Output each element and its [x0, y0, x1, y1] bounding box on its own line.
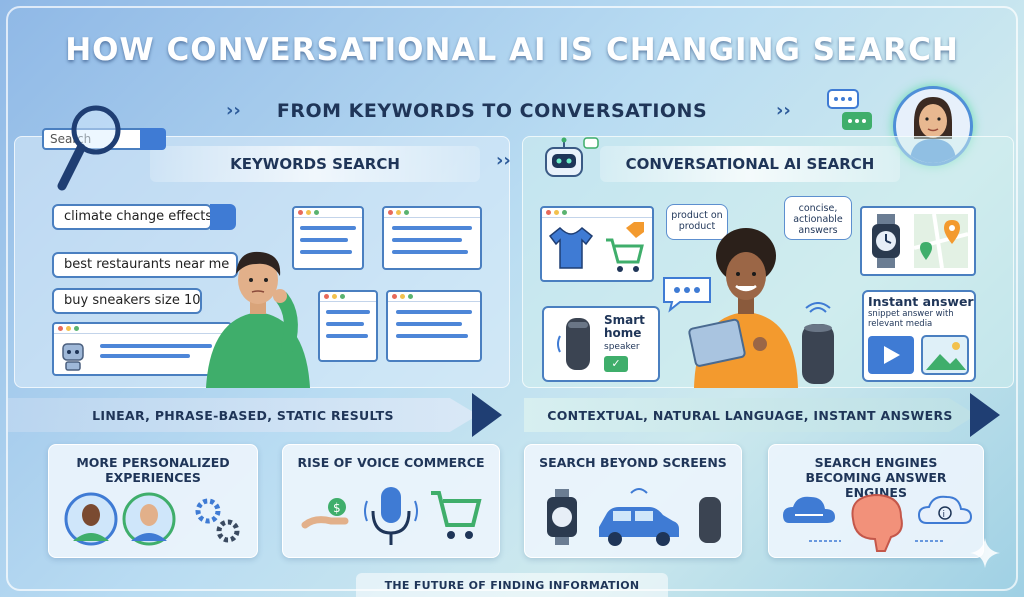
map-pin-icon [913, 213, 969, 269]
result-window [318, 290, 378, 362]
answer-engine-icons: i [783, 493, 973, 552]
smart-speaker-icon [557, 318, 590, 370]
dollar-hand-icon [301, 516, 349, 529]
instant-answer-title: Instant answer [868, 294, 974, 309]
card-beyond-screens: SEARCH BEYOND SCREENS [524, 444, 742, 558]
query-pill[interactable]: buy sneakers size 10 [52, 288, 202, 314]
check-icon: ✓ [604, 356, 628, 372]
card-title: SEARCH ENGINES BECOMING ANSWER ENGINES [805, 455, 947, 500]
gear-icon [195, 498, 221, 524]
chevron-right-icon: ›› [496, 150, 511, 171]
svg-text:i: i [943, 510, 946, 520]
subtitle: FROM KEYWORDS TO CONVERSATIONS [276, 100, 708, 122]
robot-icon [545, 137, 599, 177]
footer-caption: THE FUTURE OF FINDING INFORMATION [356, 573, 668, 597]
cart-icon [606, 238, 644, 272]
cloud-icon [783, 496, 835, 523]
smart-speaker-label: Smart home [604, 313, 645, 340]
card-voice-commerce: RISE OF VOICE COMMERCE $ [282, 444, 500, 558]
robot-icon [62, 343, 84, 371]
result-window [386, 290, 482, 362]
instant-answer-sub: snippet answer with relevant media [868, 309, 954, 329]
brain-icon [851, 493, 903, 552]
sparkle-icon [970, 538, 1000, 568]
smart-speaker-sub: speaker [604, 342, 640, 352]
magnifier-icon [57, 105, 121, 191]
media-icons [868, 335, 969, 375]
svg-text:$: $ [333, 501, 341, 515]
microphone-icon [381, 487, 401, 523]
chevron-right-icon: ›› [226, 100, 241, 121]
card-title: SEARCH BEYOND SCREENS [539, 455, 727, 470]
voice-commerce-icons: $ [301, 487, 482, 545]
conversational-arrow-caption: CONTEXTUAL, NATURAL LANGUAGE, INSTANT AN… [524, 398, 976, 432]
smart-speaker-icon [699, 497, 721, 543]
query-pill[interactable]: climate change effects [52, 204, 212, 230]
cart-icon [431, 491, 482, 527]
arrow-head-icon [472, 393, 502, 437]
chat-bubble-icon [827, 89, 872, 130]
page-title: HOW CONVERSATIONAL AI IS CHANGING SEARCH [65, 32, 959, 68]
card-personalized: MORE PERSONALIZED EXPERIENCES [48, 444, 258, 558]
query-pill[interactable]: best restaurants near me [52, 252, 238, 278]
watch-icon [872, 214, 900, 268]
smart-speaker-icon [802, 302, 834, 384]
bubble-concise-answers: concise, actionable answers [784, 196, 852, 240]
personalized-icons [64, 492, 240, 546]
gear-icon [216, 519, 240, 543]
bubble-product: product on product [666, 204, 728, 240]
card-title: MORE PERSONALIZED EXPERIENCES [76, 455, 230, 485]
conversational-ai-header: CONVERSATIONAL AI SEARCH [600, 146, 900, 182]
man-thinking-illustration [206, 251, 310, 388]
price-tag-icon [626, 222, 644, 238]
smart-speaker-card [542, 306, 660, 382]
keywords-search-header: KEYWORDS SEARCH [150, 146, 480, 182]
search-button[interactable] [210, 204, 236, 230]
card-answer-engines: SEARCH ENGINES BECOMING ANSWER ENGINES i [768, 444, 984, 558]
keywords-arrow-caption: LINEAR, PHRASE-BASED, STATIC RESULTS [8, 398, 478, 432]
search-button[interactable] [140, 128, 166, 150]
arrow-head-icon [970, 393, 1000, 437]
chevron-right-icon: ›› [776, 100, 791, 121]
card-title: RISE OF VOICE COMMERCE [297, 455, 485, 470]
woman-with-tablet-illustration [688, 228, 798, 388]
chat-bubble-icon [663, 277, 711, 313]
shirt-icon [548, 226, 594, 269]
info-cloud-icon [917, 495, 973, 524]
beyond-screens-icons [547, 488, 721, 546]
